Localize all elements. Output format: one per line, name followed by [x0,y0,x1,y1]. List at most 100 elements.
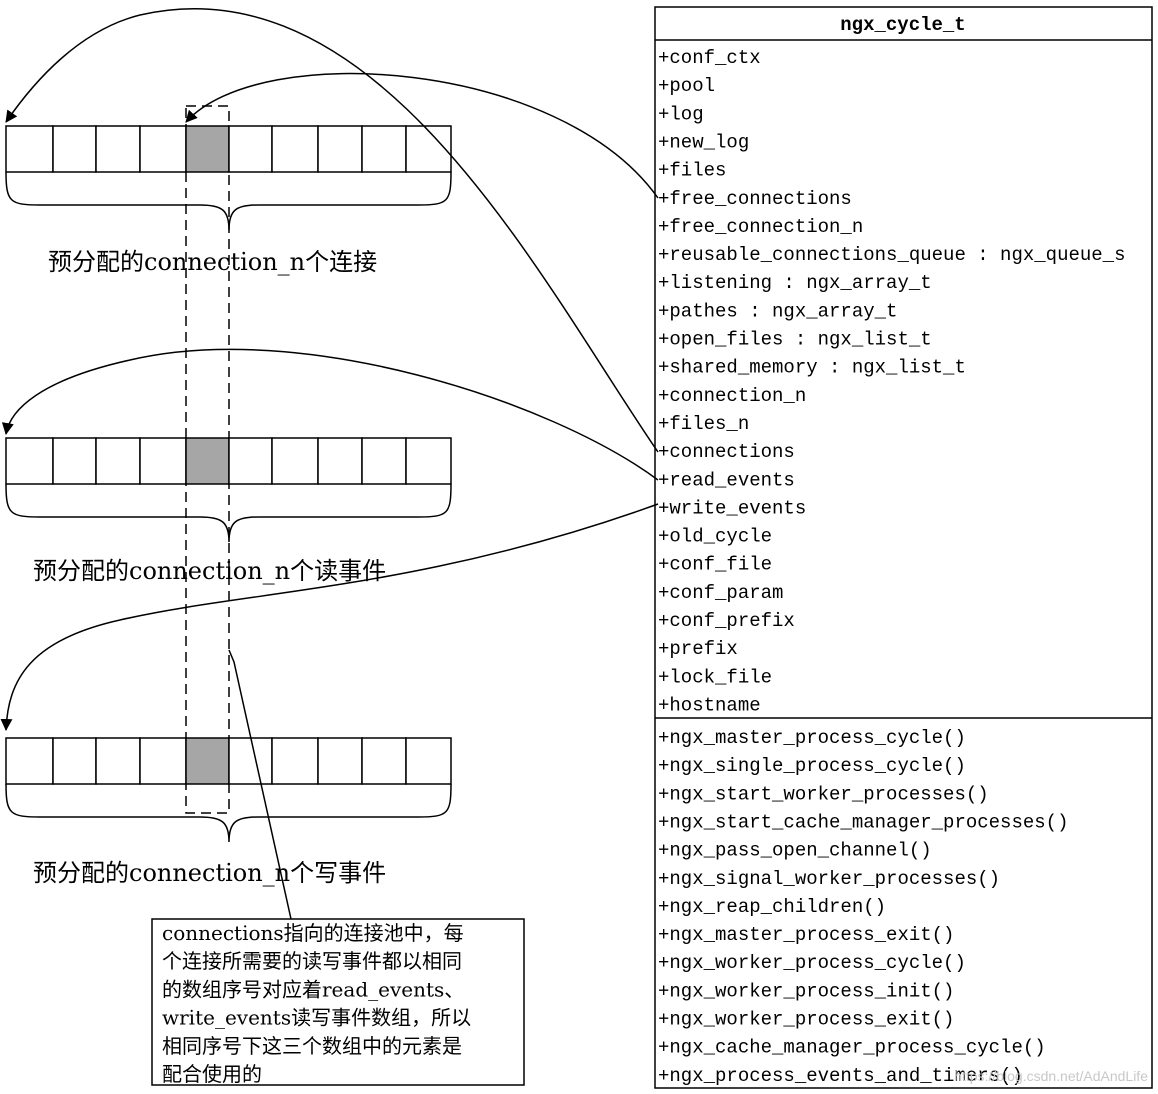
array-label-read-events: 预分配的connection_n个读事件 [33,557,386,585]
array-cell [52,737,97,785]
array-cell [5,437,54,485]
class-method-list: +ngx_master_process_cycle() +ngx_single_p… [658,727,1068,1087]
array-cell [361,125,407,173]
note-line: write_events读写事件数组，所以 [162,1006,471,1030]
array-cell [95,737,141,785]
class-attribute: +free_connection_n [658,216,863,238]
note-box-outline [151,918,525,1086]
class-method: +ngx_reap_children() [658,896,886,918]
class-attribute: +reusable_connections_queue : ngx_queue_… [658,244,1125,266]
array-brace [5,783,452,843]
array-cell [95,125,141,173]
class-attribute: +shared_memory : ngx_list_t [658,357,966,379]
preallocated-arrays [5,125,452,843]
array-brace [5,483,452,543]
pointer-arrows [0,8,659,920]
class-attribute: +files [658,160,726,182]
class-attribute-list: +conf_ctx +pool +log +new_log +files +free_co… [658,47,1125,716]
class-attribute: +hostname [658,694,761,716]
class-method: +ngx_cache_manager_process_cycle() [658,1037,1046,1059]
write-events-array [5,737,452,843]
free-connections-arrow [185,72,659,199]
class-title: ngx_cycle_t [840,14,965,36]
array-cell [52,125,97,173]
array-cell-highlighted [185,437,230,485]
read-events-array [5,437,452,543]
class-attribute: +conf_ctx [658,47,761,69]
array-cell [5,125,54,173]
class-attribute: +connections [658,441,795,463]
array-cell [228,125,273,173]
class-attribute: +new_log [658,131,749,153]
note-box: connections指向的连接池中，每个连接所需要的读写事件都以相同的数组序号… [151,918,525,1086]
class-attribute: +lock_file [658,666,772,688]
class-method: +ngx_start_cache_manager_processes() [658,811,1068,833]
read-events-arrow [1,348,659,481]
class-method: +ngx_single_process_cycle() [658,755,966,777]
class-method: +ngx_start_worker_processes() [658,783,989,805]
array-cell [405,437,452,485]
class-method: +ngx_master_process_cycle() [658,727,966,749]
array-cell [317,125,363,173]
class-attribute: +conf_file [658,554,772,576]
array-cell [405,125,452,173]
watermark: https://blog.csdn.net/AdAndLife [954,1068,1148,1084]
note-line: 相同序号下这三个数组中的元素是 [162,1034,462,1058]
note-line: connections指向的连接池中，每 [162,921,464,945]
array-cell [317,737,363,785]
class-attribute: +conf_param [658,582,783,604]
class-method: +ngx_process_events_and_timers() [658,1065,1023,1087]
class-method: +ngx_signal_worker_processes() [658,868,1000,890]
array-cell [317,437,363,485]
class-method: +ngx_worker_process_exit() [658,1009,954,1031]
note-line: 的数组序号对应着read_events、 [162,977,464,1001]
class-attribute: +read_events [658,469,795,491]
array-cell-highlighted [185,737,230,785]
array-cell [271,737,319,785]
array-cell-highlighted [185,125,230,173]
class-box-outline [654,6,1153,1089]
array-cell [139,737,187,785]
class-attribute: +prefix [658,638,738,660]
note-pointer-line [228,649,292,920]
array-cell [52,437,97,485]
class-attribute: +connection_n [658,385,806,407]
class-box-ngx-cycle-t: ngx_cycle_t +conf_ctx +pool +log +new_log +f… [654,6,1153,1089]
array-cell [139,125,187,173]
class-method: +ngx_master_process_exit() [658,924,954,946]
class-attribute: +pool [658,75,715,97]
class-attribute: +conf_prefix [658,610,795,632]
array-cell [139,437,187,485]
class-attribute: +open_files : ngx_list_t [658,329,932,351]
class-attribute: +pathes : ngx_array_t [658,300,897,322]
array-cell [95,437,141,485]
array-cell [5,737,54,785]
array-brace [5,171,452,231]
note-line: 配合使用的 [162,1062,262,1086]
class-method: +ngx_pass_open_channel() [658,840,932,862]
class-method: +ngx_worker_process_init() [658,980,954,1002]
class-attribute: +old_cycle [658,526,772,548]
array-cell [228,437,273,485]
class-attribute: +write_events [658,497,806,519]
array-label-write-events: 预分配的connection_n个写事件 [33,859,386,887]
array-cell [405,737,452,785]
connections-array [5,125,452,231]
array-cell [271,125,319,173]
same-index-dashed-column [185,105,230,814]
class-attribute: +listening : ngx_array_t [658,272,932,294]
write-events-arrow [0,503,659,731]
array-cell [361,437,407,485]
class-method: +ngx_worker_process_cycle() [658,952,966,974]
array-cell [228,737,273,785]
class-attribute: +free_connections [658,188,852,210]
connections-arrow [5,8,659,453]
note-line: 个连接所需要的读写事件都以相同 [162,949,462,973]
array-cell [271,437,319,485]
note-text: connections指向的连接池中，每个连接所需要的读写事件都以相同的数组序号… [162,921,471,1086]
class-attribute: +log [658,103,704,125]
array-label-connections: 预分配的connection_n个连接 [48,248,377,276]
class-attribute: +files_n [658,413,749,435]
array-cell [361,737,407,785]
